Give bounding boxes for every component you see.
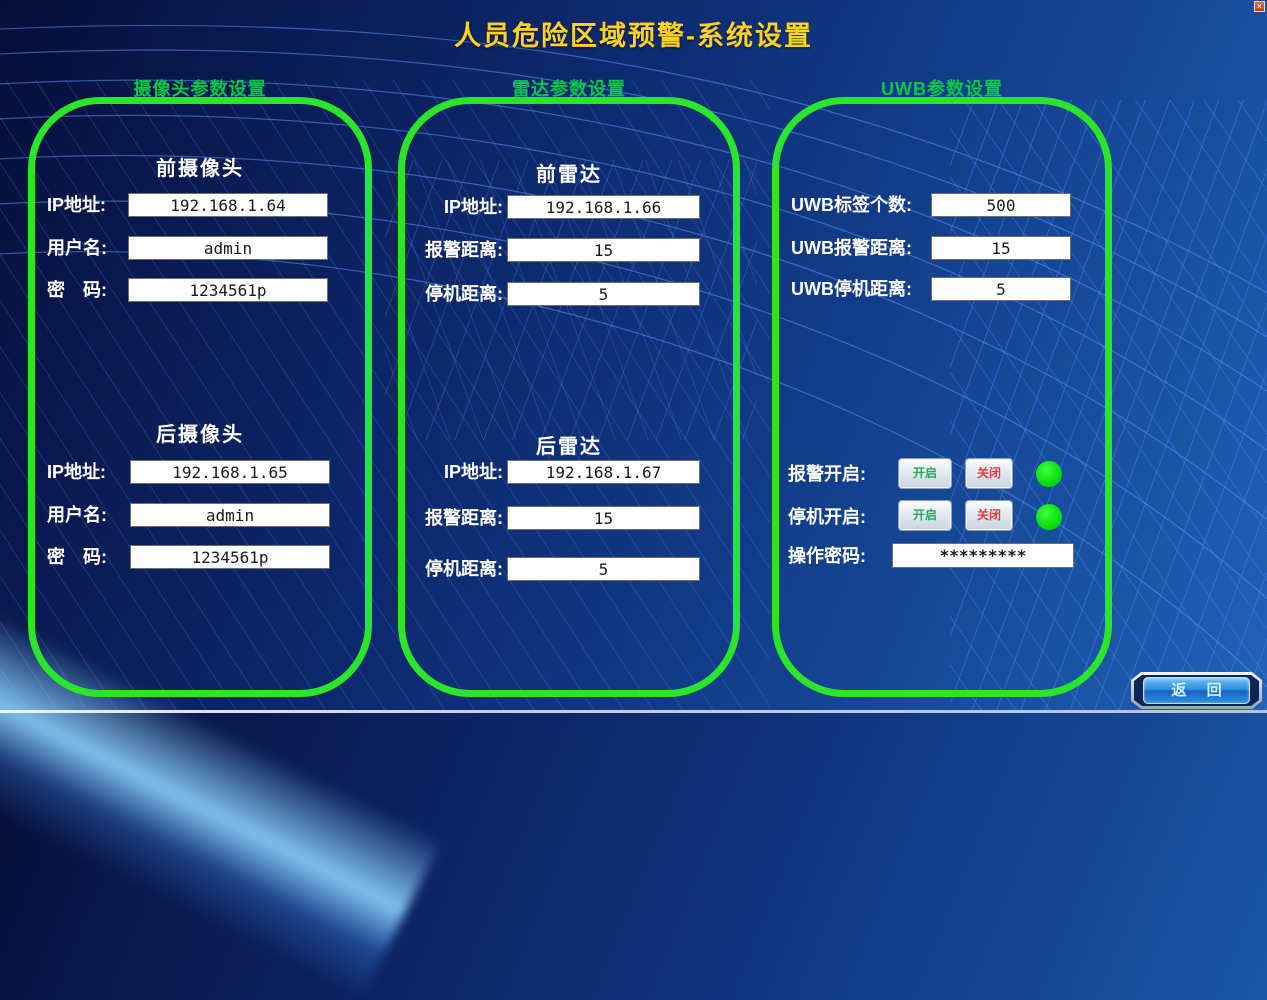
front-radar-alarm-distance-label: 报警距离: bbox=[425, 240, 503, 260]
front-radar-ip-label: IP地址: bbox=[443, 197, 503, 217]
back-button-frame[interactable]: 返 回 bbox=[1131, 672, 1262, 709]
stop-off-button[interactable]: 关闭 bbox=[966, 501, 1012, 530]
rear-radar-stop-distance-input[interactable] bbox=[507, 557, 700, 581]
front-radar-heading: 前雷达 bbox=[536, 164, 602, 186]
rear-camera-ip-label: IP地址: bbox=[47, 462, 107, 482]
stop-status-indicator bbox=[1036, 504, 1062, 530]
alarm-off-button[interactable]: 关闭 bbox=[966, 459, 1012, 488]
alarm-switch-label: 报警开启: bbox=[788, 464, 866, 484]
rear-radar-alarm-distance-label: 报警距离: bbox=[425, 508, 503, 528]
uwb-tag-count-label: UWB标签个数: bbox=[791, 195, 912, 215]
front-camera-heading: 前摄像头 bbox=[156, 158, 244, 180]
window-close-button[interactable]: × bbox=[1254, 1, 1265, 12]
uwb-tag-count-input[interactable] bbox=[931, 193, 1071, 217]
operation-password-input[interactable] bbox=[892, 543, 1074, 568]
front-radar-stop-distance-label: 停机距离: bbox=[425, 284, 503, 304]
uwb-alarm-distance-input[interactable] bbox=[931, 236, 1071, 260]
stop-on-button[interactable]: 开启 bbox=[899, 501, 951, 530]
front-radar-alarm-distance-input[interactable] bbox=[507, 238, 700, 262]
rear-camera-heading: 后摄像头 bbox=[156, 424, 244, 446]
radar-panel: 前雷达 IP地址: 报警距离: 停机距离: 后雷达 IP地址: 报警距离: 停机… bbox=[398, 97, 740, 697]
front-camera-ip-input[interactable] bbox=[128, 193, 328, 217]
rear-radar-alarm-distance-input[interactable] bbox=[507, 506, 700, 530]
camera-panel-label: 摄像头参数设置 bbox=[133, 79, 267, 99]
uwb-panel: UWB标签个数: UWB报警距离: UWB停机距离: 报警开启: 开启 关闭 停… bbox=[772, 97, 1112, 697]
rear-camera-password-label: 密 码: bbox=[47, 547, 107, 567]
front-camera-password-input[interactable] bbox=[128, 278, 328, 302]
page-title: 人员危险区域预警-系统设置 bbox=[454, 21, 813, 51]
back-button[interactable]: 返 回 bbox=[1143, 677, 1250, 704]
radar-panel-label: 雷达参数设置 bbox=[512, 79, 626, 99]
rear-camera-user-label: 用户名: bbox=[47, 505, 107, 525]
uwb-alarm-distance-label: UWB报警距离: bbox=[791, 238, 912, 258]
rear-camera-ip-input[interactable] bbox=[130, 460, 330, 484]
rear-radar-stop-distance-label: 停机距离: bbox=[425, 559, 503, 579]
operation-password-label: 操作密码: bbox=[788, 546, 866, 566]
camera-panel: 前摄像头 IP地址: 用户名: 密 码: 后摄像头 IP地址: 用户名: 密 码… bbox=[28, 97, 372, 697]
front-radar-ip-input[interactable] bbox=[507, 195, 700, 219]
rear-radar-ip-input[interactable] bbox=[507, 460, 700, 484]
alarm-on-button[interactable]: 开启 bbox=[899, 459, 951, 488]
rear-camera-password-input[interactable] bbox=[130, 545, 330, 569]
rear-radar-heading: 后雷达 bbox=[536, 436, 602, 458]
uwb-stop-distance-label: UWB停机距离: bbox=[791, 279, 912, 299]
front-camera-password-label: 密 码: bbox=[47, 280, 107, 300]
stop-switch-label: 停机开启: bbox=[788, 507, 866, 527]
alarm-status-indicator bbox=[1036, 461, 1062, 487]
rear-radar-ip-label: IP地址: bbox=[443, 462, 503, 482]
uwb-panel-label: UWB参数设置 bbox=[881, 79, 1003, 99]
uwb-stop-distance-input[interactable] bbox=[931, 277, 1071, 301]
front-camera-user-label: 用户名: bbox=[47, 238, 107, 258]
rear-camera-user-input[interactable] bbox=[130, 503, 330, 527]
front-camera-ip-label: IP地址: bbox=[47, 195, 107, 215]
front-camera-user-input[interactable] bbox=[128, 236, 328, 260]
front-radar-stop-distance-input[interactable] bbox=[507, 282, 700, 306]
